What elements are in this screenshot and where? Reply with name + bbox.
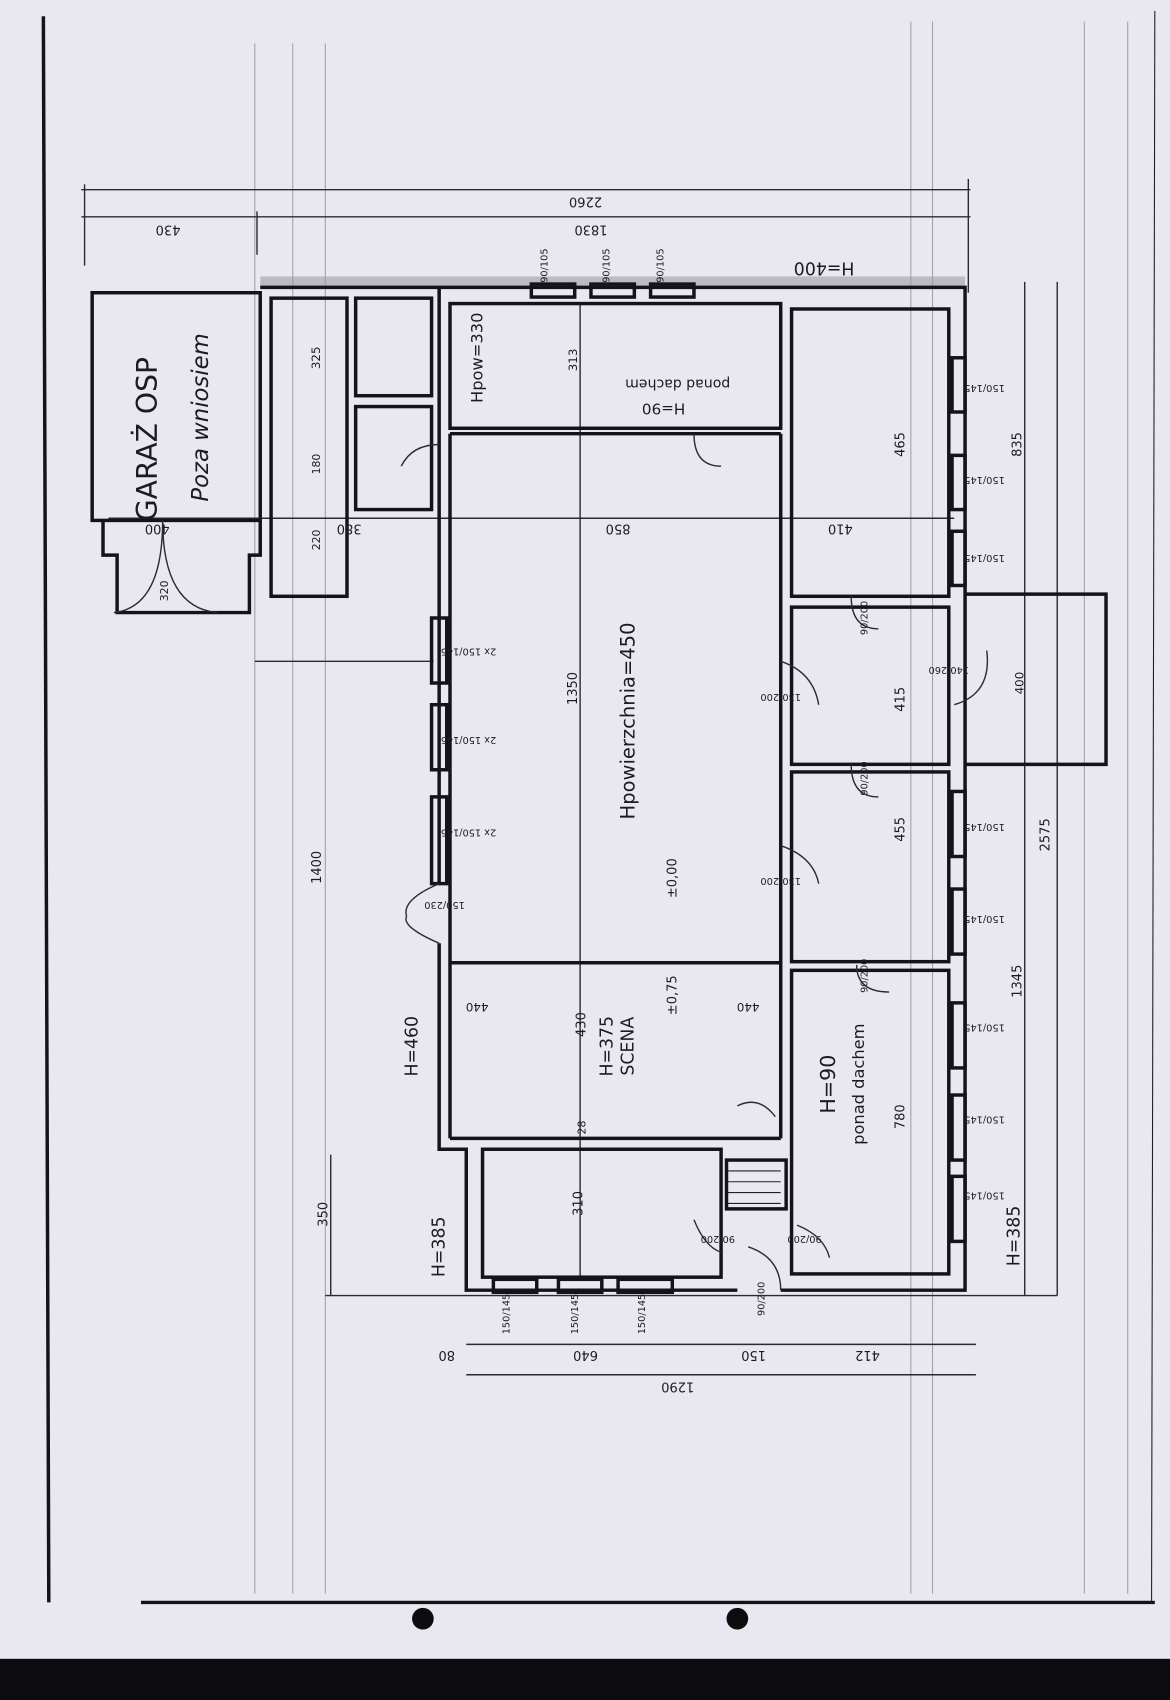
door-label: 90/200 xyxy=(859,959,870,993)
dim-label: 400 xyxy=(1013,672,1027,695)
door-label: 150/230 xyxy=(424,899,465,910)
window-label: 150/145 xyxy=(964,821,1005,832)
window-label: 150/145 xyxy=(964,1190,1005,1201)
window-label: 2x 150/145 xyxy=(441,734,497,745)
frame-left xyxy=(41,16,51,1603)
dim-label: 1400 xyxy=(310,851,325,884)
dim-label: 350 xyxy=(316,1202,331,1227)
dim-label: 310 xyxy=(571,1191,586,1216)
level-label: ±0,75 xyxy=(666,975,681,1015)
dim-label: 2575 xyxy=(1039,818,1054,851)
dim-label: 455 xyxy=(893,817,908,842)
stage-height-label: H=375 xyxy=(598,1016,618,1077)
level-label: ±0,00 xyxy=(666,858,681,898)
height-label: H=385 xyxy=(430,1217,450,1278)
dim-label: 1290 xyxy=(661,1378,694,1393)
height-label: H=90 xyxy=(816,1055,840,1114)
dim-label: 850 xyxy=(606,521,631,536)
punch-hole xyxy=(726,1607,749,1630)
door-labels: 150/230 130/200 130/200 90/200 90/200 90… xyxy=(424,601,969,1316)
door-swings xyxy=(113,433,989,1291)
dim-label: 325 xyxy=(309,346,323,369)
height-label: H=460 xyxy=(402,1016,422,1077)
dim-label: 80 xyxy=(438,1347,455,1362)
door-label: 90/200 xyxy=(859,761,870,795)
height-label: H=385 xyxy=(1004,1206,1024,1267)
dim-label: 400 xyxy=(145,521,170,536)
height-note: ponad dachem xyxy=(849,1024,868,1145)
dimension-labels: 2260 1830 430 850 1350 430 1400 350 2575… xyxy=(145,193,1054,1393)
door-label: 130/200 xyxy=(760,875,801,886)
dim-label: 180 xyxy=(310,454,323,475)
dim-label: 410 xyxy=(828,521,853,536)
dimension-lines xyxy=(81,178,1058,1376)
dim-label: 220 xyxy=(310,529,323,550)
height-label: Hpow=330 xyxy=(468,313,487,403)
scan-bottom-edge xyxy=(0,1658,1170,1700)
door-label: 90/200 xyxy=(701,1233,735,1244)
height-label: H=400 xyxy=(794,257,855,277)
window-label: 150/145 xyxy=(502,1294,513,1335)
window-label: 150/145 xyxy=(964,1022,1005,1033)
dim-label: 1350 xyxy=(566,672,581,705)
dim-label: 465 xyxy=(893,432,908,457)
window-label: 150/145 xyxy=(964,382,1005,393)
dim-label: 28 xyxy=(576,1121,589,1135)
frame-right xyxy=(1151,10,1156,1603)
window-label: 90/105 xyxy=(601,248,612,282)
window-label: 150/145 xyxy=(964,474,1005,485)
dim-label: 430 xyxy=(156,222,181,237)
punch-hole xyxy=(412,1607,434,1630)
door-label: 90/200 xyxy=(787,1233,821,1244)
window-label: 150/145 xyxy=(570,1294,581,1335)
window-label: 2x 150/145 xyxy=(441,645,497,656)
garage-label: GARAŻ OSP xyxy=(131,357,164,521)
hall-height-label: Hpowierzchnia=450 xyxy=(616,623,639,820)
room-labels: GARAŻ OSP Poza wniosiem H=400 Hpow=330 H… xyxy=(131,257,1024,1277)
height-label: H=90 xyxy=(642,399,685,417)
dim-label: 2260 xyxy=(569,193,602,208)
door-label: 90/200 xyxy=(756,1282,767,1316)
dim-label: 412 xyxy=(855,1347,880,1362)
dim-label: 430 xyxy=(575,1012,590,1037)
window-labels: 2x 150/145 2x 150/145 2x 150/145 90/105 … xyxy=(441,248,1005,1334)
window-marks xyxy=(429,282,967,1295)
window-label: 90/105 xyxy=(656,248,667,282)
door-label: 140/260 xyxy=(929,664,970,675)
dim-label: 440 xyxy=(737,1000,760,1014)
window-label: 150/145 xyxy=(637,1294,648,1335)
door-label: 130/200 xyxy=(760,691,801,702)
dim-label: 835 xyxy=(1010,432,1025,457)
dim-label: 1345 xyxy=(1010,965,1025,998)
dim-label: 440 xyxy=(466,1000,489,1014)
dim-label: 640 xyxy=(573,1347,598,1362)
dim-label: 320 xyxy=(158,580,171,601)
window-label: 2x 150/145 xyxy=(441,826,497,837)
window-label: 150/145 xyxy=(964,913,1005,924)
door-label: 90/200 xyxy=(859,601,870,635)
dim-label: 415 xyxy=(893,687,908,712)
dim-label: 313 xyxy=(566,349,580,372)
height-note: ponad dachem xyxy=(625,375,730,391)
window-label: 150/145 xyxy=(964,1114,1005,1125)
dim-label: 150 xyxy=(741,1347,766,1362)
dim-label: 780 xyxy=(893,1104,908,1129)
window-label: 150/145 xyxy=(964,552,1005,563)
garage-note: Poza wniosiem xyxy=(188,333,214,501)
dim-label: 1830 xyxy=(574,222,607,237)
window-label: 90/105 xyxy=(540,248,551,282)
dim-label: 380 xyxy=(337,521,362,536)
stage-label: SCENA xyxy=(618,1017,638,1076)
walls xyxy=(90,276,1108,1292)
